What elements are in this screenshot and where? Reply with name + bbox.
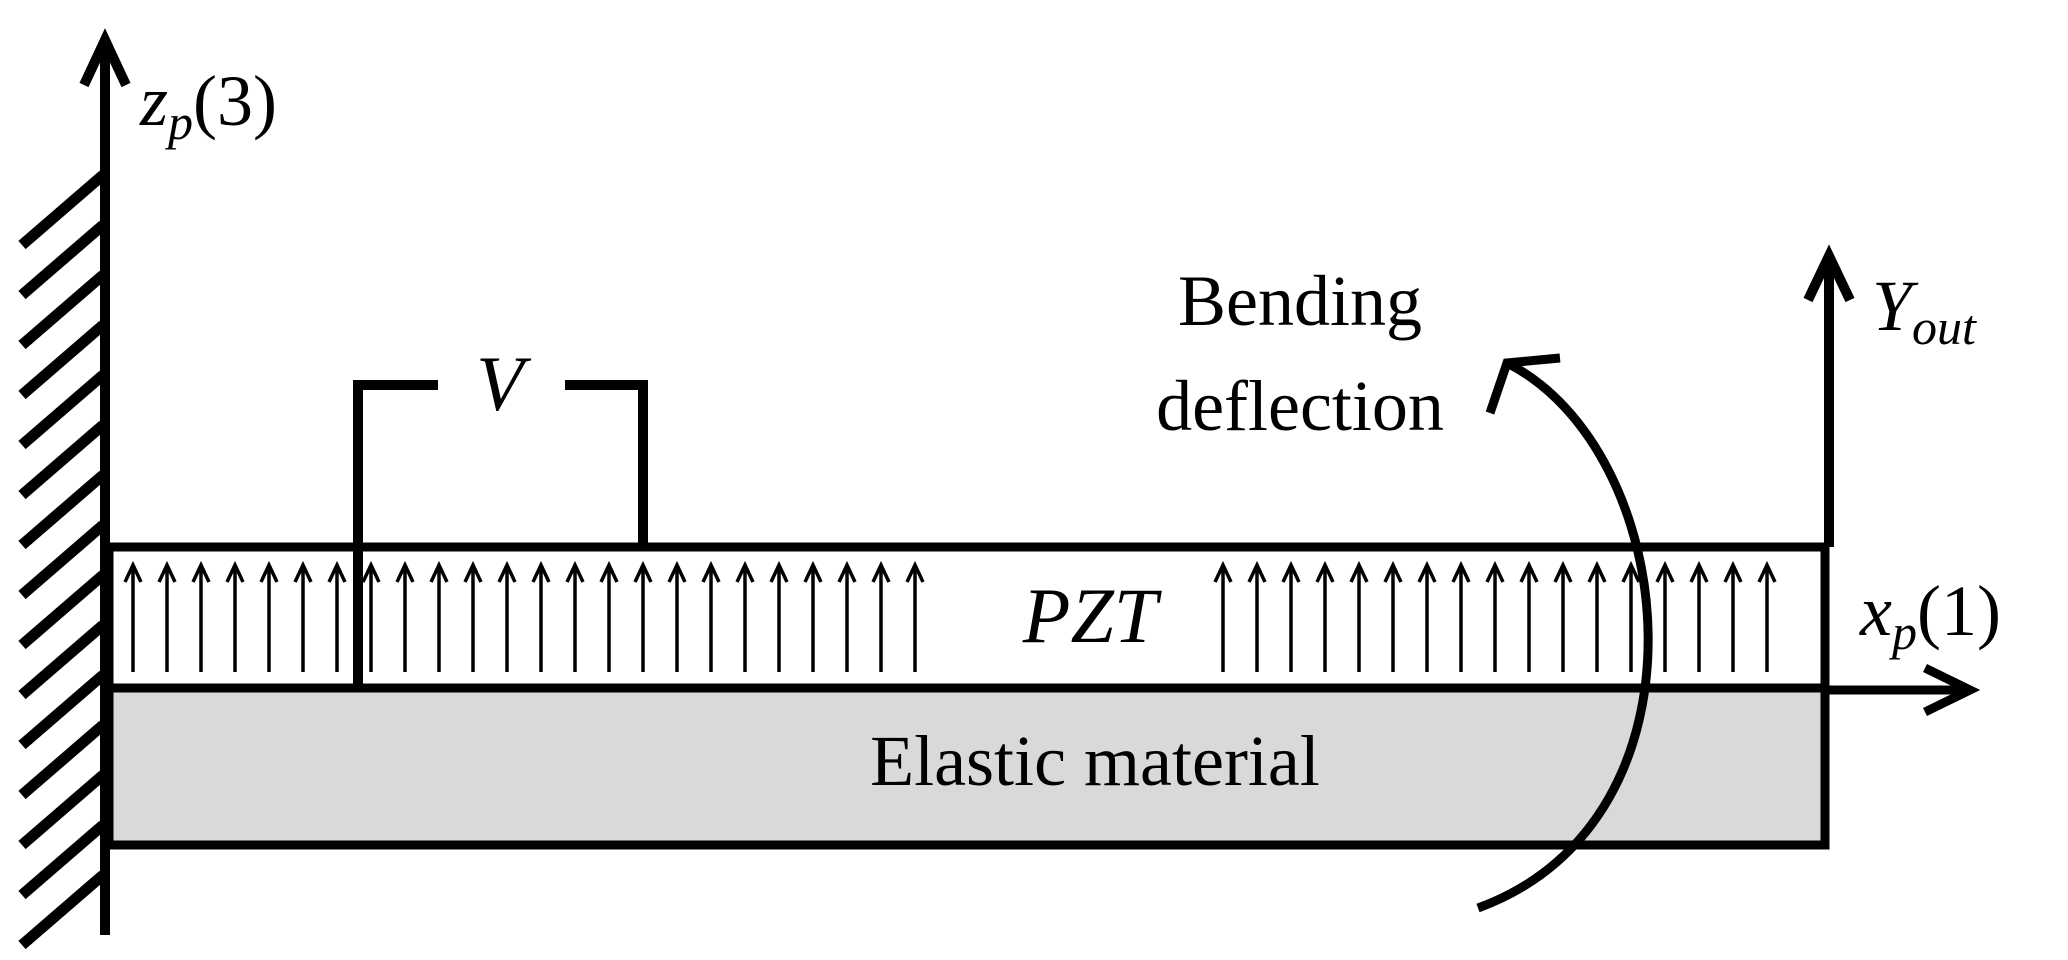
pzt-polarization-arrows <box>123 560 1777 672</box>
polarization-arrow <box>1417 560 1437 672</box>
hatch-line <box>18 520 107 600</box>
polarization-arrow <box>531 560 551 672</box>
polarization-arrow <box>463 560 483 672</box>
polarization-arrow <box>1553 560 1573 672</box>
y-out-axis <box>1803 244 1855 547</box>
polarization-arrow <box>497 560 517 672</box>
bending-deflection-arrow <box>1476 353 1653 913</box>
hatch-line <box>18 320 107 400</box>
hatch-line <box>18 870 107 950</box>
polarization-arrow <box>1757 560 1777 672</box>
polarization-arrow <box>259 560 279 672</box>
hatch-line <box>18 670 107 750</box>
polarization-arrow <box>667 560 687 672</box>
polarization-arrow <box>123 560 143 672</box>
hatch-line <box>18 620 107 700</box>
hatch-line <box>18 470 107 550</box>
polarization-arrow <box>1587 560 1607 672</box>
polarization-arrow <box>701 560 721 672</box>
polarization-arrow <box>327 560 347 672</box>
voltage-circuit <box>353 380 648 688</box>
x-axis-label: xp(1) <box>1859 571 2001 660</box>
hatch-line <box>18 570 107 650</box>
polarization-arrow <box>1213 560 1233 672</box>
polarization-arrow <box>1315 560 1335 672</box>
polarization-arrow <box>565 560 585 672</box>
pzt-label: PZT <box>1022 572 1162 659</box>
y-out-label: Yout <box>1872 266 1977 355</box>
polarization-arrow <box>735 560 755 672</box>
polarization-arrow <box>837 560 857 672</box>
polarization-arrow <box>1655 560 1675 672</box>
polarization-arrow <box>769 560 789 672</box>
x-axis <box>1825 663 1981 717</box>
polarization-arrow <box>1621 560 1641 672</box>
bending-label-line1: Bending <box>1178 261 1422 341</box>
polarization-arrow <box>1383 560 1403 672</box>
pzt-layer <box>104 542 1830 693</box>
bending-label-line2: deflection <box>1156 366 1444 446</box>
polarization-arrow <box>803 560 823 672</box>
polarization-arrow <box>871 560 891 672</box>
z-axis-label: zp(3) <box>139 61 277 150</box>
hatch-line <box>18 720 107 800</box>
hatch-line <box>18 370 107 450</box>
polarization-arrow <box>225 560 245 672</box>
left-electrode-wire <box>353 380 438 688</box>
voltage-label: V <box>476 340 532 427</box>
polarization-arrow <box>361 560 381 672</box>
polarization-arrow <box>293 560 313 672</box>
polarization-arrow <box>1349 560 1369 672</box>
elastic-material-label: Elastic material <box>870 721 1320 801</box>
polarization-arrow <box>1689 560 1709 672</box>
hatch-line <box>18 770 107 850</box>
polarization-arrow <box>429 560 449 672</box>
polarization-arrow <box>395 560 415 672</box>
hatch-line <box>18 820 107 900</box>
polarization-arrow <box>157 560 177 672</box>
polarization-arrow <box>905 560 925 672</box>
polarization-arrow <box>1281 560 1301 672</box>
hatch-line <box>18 270 107 350</box>
polarization-arrow <box>191 560 211 672</box>
polarization-arrow <box>633 560 653 672</box>
polarization-arrow <box>599 560 619 672</box>
fixed-wall-hatching <box>18 170 107 950</box>
polarization-arrow <box>1485 560 1505 672</box>
right-electrode-wire <box>565 380 648 547</box>
polarization-arrow <box>1723 560 1743 672</box>
hatch-line <box>18 220 107 300</box>
hatch-line <box>18 420 107 500</box>
polarization-arrow <box>1451 560 1471 672</box>
polarization-arrow <box>1247 560 1267 672</box>
elastic-material-layer <box>104 683 1830 850</box>
polarization-arrow <box>1519 560 1539 672</box>
hatch-line <box>18 170 107 250</box>
